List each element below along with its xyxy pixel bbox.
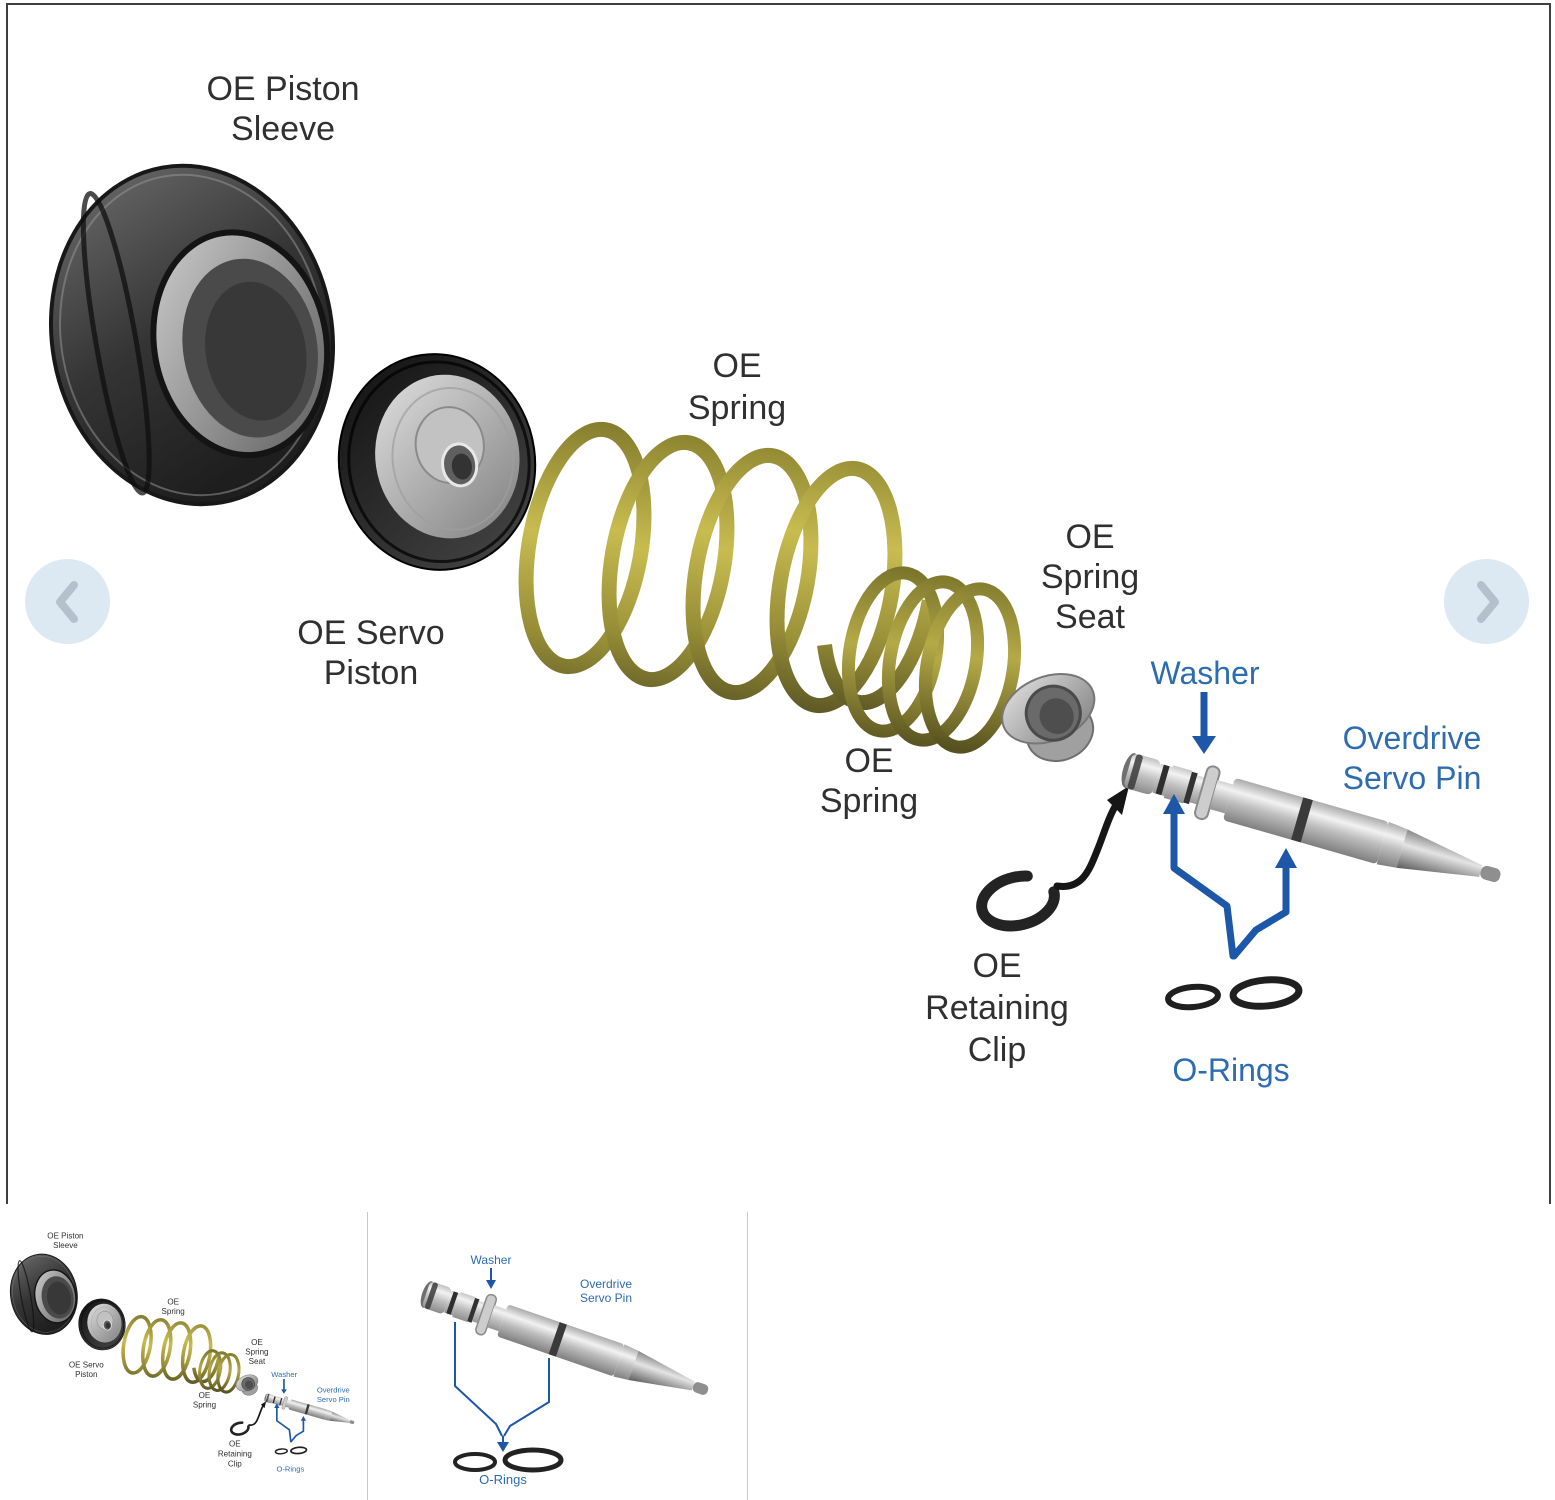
thumb-label-washer: Washer: [471, 1253, 512, 1267]
thumbnail-exploded-view-image: [0, 1216, 366, 1500]
thumb-label-servo-pin-line2: Servo Pin: [580, 1291, 632, 1305]
thumbnail-servo-pin[interactable]: Washer Overdrive Servo Pin O-Rings: [368, 1212, 748, 1500]
chevron-right-icon: [1476, 580, 1499, 623]
thumb-label-servo-pin-line1: Overdrive: [580, 1277, 632, 1291]
thumbnail-strip: Washer Overdrive Servo Pin O-Rings: [0, 1212, 1555, 1500]
thumbnail-servo-pin-image: Washer Overdrive Servo Pin O-Rings: [414, 1253, 716, 1487]
chevron-left-icon: [55, 580, 78, 623]
thumb-o-ring-small: [453, 1452, 497, 1472]
carousel-next-button[interactable]: [1444, 559, 1529, 644]
carousel-prev-button[interactable]: [25, 559, 110, 644]
thumbnail-exploded-view[interactable]: [0, 1212, 368, 1500]
main-image-frame: [6, 3, 1551, 1204]
thumb-label-o-rings: O-Rings: [479, 1472, 527, 1487]
main-product-image: [8, 5, 1549, 1202]
thumb-o-ring-large: [502, 1447, 564, 1473]
